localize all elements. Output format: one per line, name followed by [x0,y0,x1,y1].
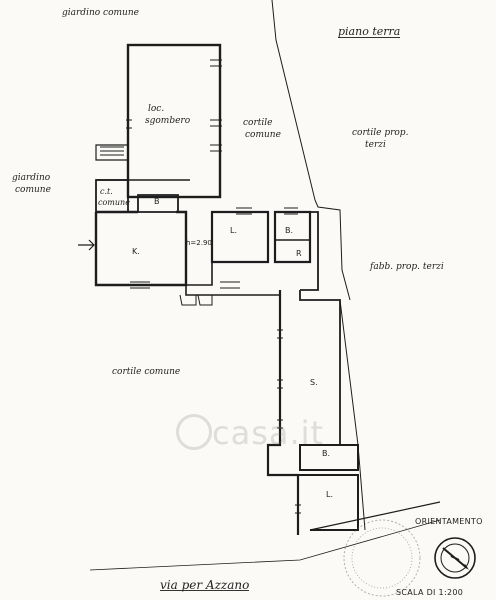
room-b-small: B [154,197,160,206]
wall-l-room [210,210,270,264]
window-7 [130,281,150,289]
wall-lower-corridor [185,285,281,296]
label-ct-comune: comune [98,198,130,207]
room-kitchen: K. [132,247,140,256]
wall-b3-room [299,444,359,471]
room-s: S. [310,378,318,387]
window-5 [236,207,252,215]
wall-corridor [185,212,213,286]
watermark: casa.it [212,414,325,452]
stamp-seal-icon [343,519,421,597]
window-4 [126,119,132,129]
window-9 [277,329,283,339]
wall-l2-room [298,474,359,531]
room-l2: L. [326,490,333,499]
label-loc: loc. [148,104,165,114]
window-12 [295,504,301,514]
label-ct: c.t. [100,187,113,196]
label-giardino-top: giardino comune [62,8,139,18]
wall-right-long [339,299,366,531]
watermark-circle [176,414,212,450]
label-piano-terra: piano terra [338,25,401,38]
stair-hatch [100,146,124,156]
label-via: via per Azzano [160,578,250,592]
boundary-line-right [314,199,351,301]
wall-stair-left [95,144,128,161]
label-terzi: terzi [365,140,386,150]
window-10 [277,379,283,389]
ceiling-height: h=2.90 [186,239,212,247]
wall-kitchen [94,210,188,287]
room-l1: L. [230,226,237,235]
label-fabb-terzi: fabb. prop. terzi [370,262,444,272]
room-b2: B. [285,226,294,235]
window-2 [210,119,222,127]
label-giardino-left: giardino [12,173,51,183]
wall-s-wing [266,290,300,535]
street-boundary [309,501,441,531]
compass-rose-icon [434,537,476,579]
window-6 [284,207,298,215]
label-orientamento: ORIENTAMENTO [415,517,483,526]
wall-loc-sgombero [126,43,222,199]
wall-b-room [273,210,312,264]
window-8 [220,281,240,289]
label-comune-left: comune [15,185,51,195]
label-sgombero: sgombero [145,116,191,126]
window-3 [210,144,222,152]
street-line [89,519,441,571]
boundary-line-top [271,0,316,201]
label-cortile-bottom: cortile comune [112,367,181,377]
entry-arrow [78,239,95,251]
label-cortile-prop: cortile prop. [352,128,409,138]
door-2 [197,294,213,306]
window-1 [210,59,222,67]
label-scala: SCALA DI 1:200 [396,588,464,597]
room-r: R [296,249,302,258]
door-1 [179,294,197,306]
label-comune-top: comune [245,130,281,140]
wall-right-outer [300,211,319,291]
room-b3: B. [322,449,331,458]
window-11 [277,419,283,429]
label-cortile-top: cortile [243,118,273,128]
